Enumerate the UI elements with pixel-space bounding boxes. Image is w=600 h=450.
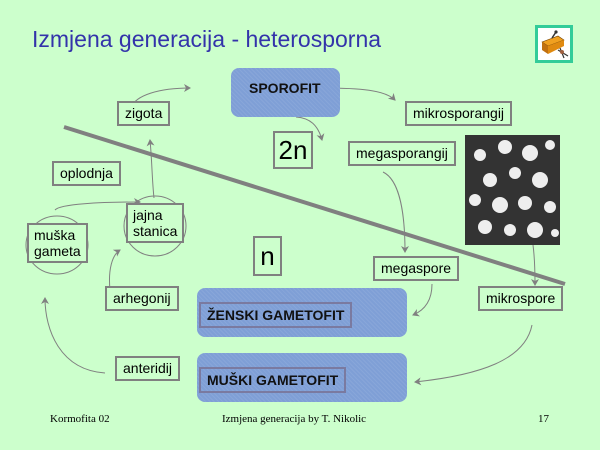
megasporangij-label: megasporangij: [348, 141, 456, 166]
zenski-gametofit-box: ŽENSKI GAMETOFIT: [197, 288, 407, 337]
arrow-megasporangij-megaspore: [382, 171, 409, 253]
arrow-mikrosporangij-mikrospore: [530, 244, 539, 286]
jajna-stanica-circle: [123, 195, 187, 257]
stanica-line: stanica: [133, 223, 178, 239]
mikrospore-label: mikrospore: [478, 286, 564, 311]
arrow-arhegonij-jajna: [109, 249, 121, 291]
arrow-mikrospore-muski: [414, 324, 533, 386]
mikrosporangij-label: mikrosporangij: [405, 101, 513, 126]
desk-person-icon[interactable]: [535, 25, 573, 63]
slide-title: Izmjena generacija - heterosporna: [32, 26, 382, 52]
muski-gametofit-label: MUŠKI GAMETOFIT: [199, 367, 347, 393]
ploidy-2n-label: 2n: [273, 131, 313, 169]
zenski-gametofit-label: ŽENSKI GAMETOFIT: [199, 302, 353, 328]
footer-page-number: 17: [538, 413, 549, 425]
arrow-jajna-zigota: [146, 139, 155, 199]
jajna-line: jajna: [133, 207, 163, 223]
footer-center: Izmjena generacija by T. Nikolic: [222, 413, 367, 425]
muski-gametofit-box: MUŠKI GAMETOFIT: [197, 353, 407, 402]
muska-gameta-circle: [25, 215, 89, 275]
oplodnja-label: oplodnja: [52, 161, 121, 186]
anteridij-label: anteridij: [115, 356, 181, 381]
arrow-anteridij-muska: [41, 297, 106, 374]
arhegonij-label: arhegonij: [105, 286, 179, 311]
arrow-megaspore-zenski: [412, 283, 433, 317]
jajna-stanica-label: jajna stanica: [126, 203, 185, 243]
gameta-line: gameta: [34, 243, 81, 259]
spores-micrograph: [465, 135, 560, 245]
megaspore-label: megaspore: [373, 256, 460, 281]
muska-line: muška: [34, 227, 76, 243]
ploidy-n-label: n: [253, 236, 282, 276]
zigota-label: zigota: [117, 101, 171, 126]
arrow-sporofit-megasporangij: [295, 116, 325, 141]
muska-gameta-label: muška gameta: [27, 223, 88, 263]
sporofit-box: SPOROFIT: [231, 68, 340, 117]
footer-left: Kormofita 02: [50, 413, 110, 425]
arrow-fusion: [54, 198, 141, 211]
sporofit-label: SPOROFIT: [249, 80, 321, 96]
ploidy-divider-line: [63, 125, 566, 286]
